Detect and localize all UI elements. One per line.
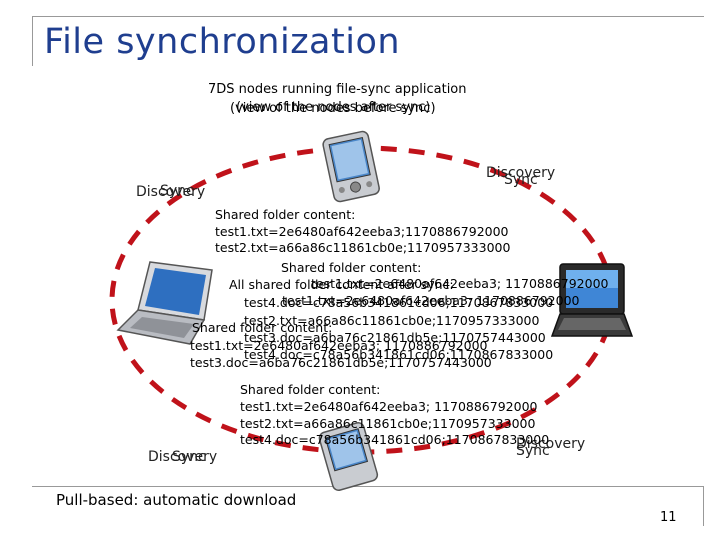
left-node-heading: Shared folder content: (192, 320, 333, 335)
diagram-caption-after: (view of the nodes after sync) (236, 100, 431, 115)
top-node-file: test1.txt=2e6480af642eeba3;1170886792000 (215, 224, 509, 239)
pda-bottom-icon (318, 421, 379, 492)
diagram-caption-line1: 7DS nodes running file-sync application (208, 82, 467, 97)
discovery-label-left: Discovery (136, 184, 206, 200)
right-node-file: test2.txt=a66a86c11861cb0e;1170957333000 (244, 313, 540, 328)
bottom-node-heading: Shared folder content: (240, 382, 381, 397)
slide-frame-left (32, 16, 33, 66)
bottom-node-file: test2.txt=a66a86c11861cb0e;1170957333000 (240, 416, 536, 431)
slide-frame-top (32, 16, 704, 17)
discovery-label-right: Discovery (486, 165, 556, 181)
sync-label-left: Sync (160, 183, 194, 199)
top-node-file: test2.txt=a66a86c11861cb0e;1170957333000 (215, 240, 511, 255)
right-node-file: test4.doc=c78a56b341861cd06;117086783300… (244, 347, 554, 362)
discovery-label-bottom-left: Discovery (148, 449, 218, 465)
right-node-file: test4.doc=c78a56b341861cd06;117086783300… (244, 295, 554, 310)
diagram-caption-before: (view of the nodes before sync) (230, 101, 436, 116)
slide-title: File synchronization (44, 22, 401, 62)
right-node-heading: Shared folder content: (281, 260, 422, 275)
bottom-node-file: test1.txt=2e6480af642eeba3; 117088679200… (240, 399, 538, 414)
right-node-file: test3.doc=a6ba76c21861db5e;1170757443000 (244, 330, 546, 345)
sync-label-bottom-right: Sync (516, 443, 550, 459)
bottom-node-file: test4.doc=c78a56b341861cd06;117086783300… (240, 432, 550, 447)
discovery-label-bottom-right: Discovery (516, 436, 586, 452)
slide-frame-bottom (32, 486, 704, 487)
laptop-left-icon (116, 261, 213, 345)
footer-note: Pull-based: automatic download (56, 491, 297, 509)
page-number: 11 (660, 510, 677, 525)
sync-label-right: Sync (504, 172, 538, 188)
laptop-right-icon (550, 263, 634, 337)
right-node-after-sync-heading: All shared folder content after sync: (229, 277, 454, 292)
pda-top-icon (322, 130, 380, 203)
right-node-file: test1.txt=2e6480af642eeba3; 117088679200… (311, 276, 609, 291)
right-node-file: test1.txt=2e6480af642eeba3; 117088679200… (282, 293, 580, 308)
top-node-heading: Shared folder content: (215, 207, 356, 222)
left-node-file: test1.txt=2e6480af642eeba3; 117088679200… (190, 338, 488, 353)
left-node-file: test3.doc=a6ba76c21861db5e;1170757443000 (190, 355, 492, 370)
sync-label-bottom-left: Sync (172, 449, 206, 465)
slide-frame-right (703, 486, 704, 526)
